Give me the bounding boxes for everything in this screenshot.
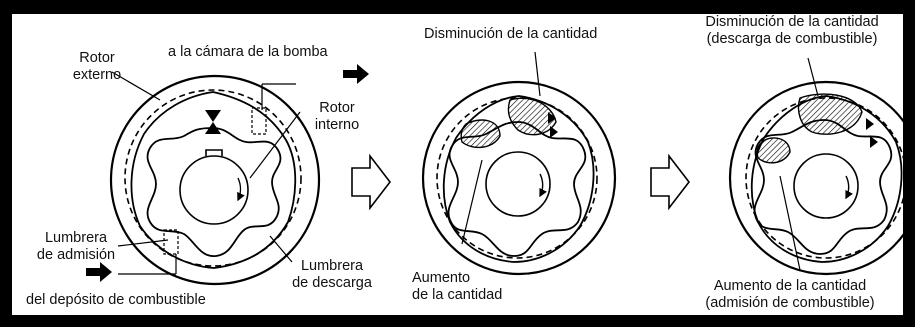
intake-port-label: Lumbrera de admisión xyxy=(36,230,116,263)
pump-1-shaft xyxy=(179,155,249,225)
discharge-port-label: Lumbrera de descarga xyxy=(292,258,372,291)
pump-3-decreasing-volume xyxy=(797,93,863,135)
decrease-label-2: Disminución de la cantidad (descarga de … xyxy=(705,14,879,47)
pump-3 xyxy=(728,57,915,276)
outer-rotor-label: Rotor externo xyxy=(72,50,122,83)
increase-label-1: Aumento de la cantidad xyxy=(412,270,503,303)
step-arrow-1 xyxy=(351,153,392,211)
pump-1-chamber-marker-top xyxy=(205,110,221,122)
pump-2-decreasing-volume xyxy=(507,97,557,136)
pump-1-key xyxy=(205,149,223,156)
decrease-label-1: Disminución de la cantidad xyxy=(424,26,598,42)
pump-3-increasing-volume xyxy=(756,137,791,164)
increase-label-2: Aumento de la cantidad (admisión de comb… xyxy=(705,278,875,311)
to-pump-chamber-label: a la cámara de la bomba xyxy=(168,44,328,60)
pump-2-increasing-volume xyxy=(460,119,501,149)
pump-1 xyxy=(109,71,321,286)
pump-1-outer-rotor xyxy=(124,89,302,267)
inlet-flow-arrow xyxy=(86,262,112,282)
pump-1-outer-rotor-lobes xyxy=(130,91,297,269)
inner-rotor-label: Rotor interno xyxy=(314,100,360,133)
step-arrow-2 xyxy=(650,153,691,211)
pump-1-chamber-marker-bottom xyxy=(205,122,221,134)
from-tank-label: del depósito de combustible xyxy=(26,292,206,308)
pump-1-rotation-arrow xyxy=(237,177,245,202)
pump-1-housing xyxy=(109,74,321,286)
pump-2 xyxy=(421,51,617,276)
pump-1-inner-rotor xyxy=(146,127,282,257)
outlet-flow-arrow xyxy=(343,64,369,84)
